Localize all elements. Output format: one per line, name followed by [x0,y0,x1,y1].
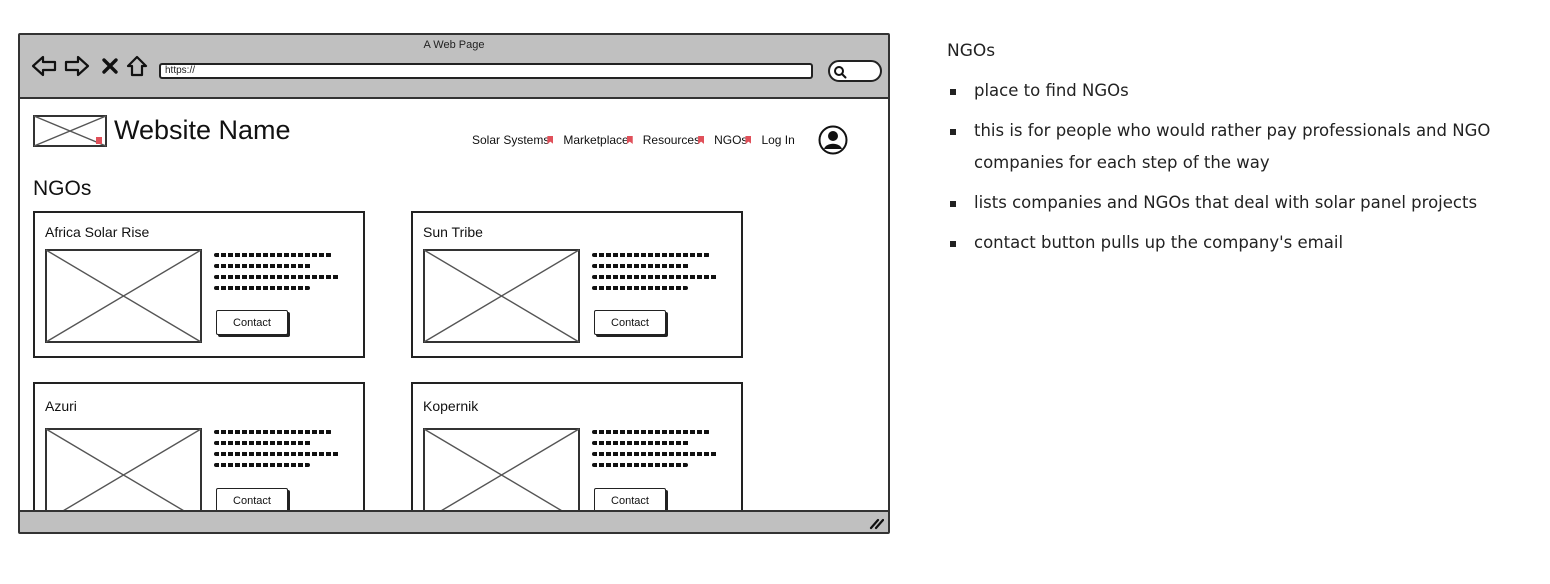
web-page-content: Website Name Solar Systems Marketplace R… [20,99,888,532]
list-item: contact button pulls up the company's em… [947,227,1527,259]
notes-panel: NGOs place to find NGOs this is for peop… [947,41,1527,267]
browser-window: A Web Page https:// [18,33,890,534]
browser-statusbar [20,510,888,532]
close-x-icon[interactable] [96,52,124,80]
logo-placeholder-image [33,115,107,147]
card-title: Kopernik [423,398,479,414]
search-icon [834,66,847,79]
card-title: Africa Solar Rise [45,224,150,240]
browser-search-button[interactable] [828,60,882,82]
nav-item-solar-systems[interactable]: Solar Systems [472,133,550,147]
list-item: this is for people who would rather pay … [947,115,1527,179]
card-title: Sun Tribe [423,224,483,240]
site-name: Website Name [114,115,291,145]
home-icon[interactable] [123,52,151,80]
back-arrow-icon[interactable] [30,52,58,80]
page-heading: NGOs [33,177,92,200]
contact-button[interactable]: Contact [216,310,288,335]
card-description-scribble [592,247,732,297]
image-placeholder [45,249,202,343]
ngo-card: Africa Solar Rise Contact [33,211,365,358]
nav-item-marketplace[interactable]: Marketplace [563,133,629,147]
window-title: A Web Page [423,39,485,51]
card-description-scribble [214,424,354,474]
notes-list: place to find NGOs this is for people wh… [947,75,1527,259]
ngo-card: Azuri Contact [33,382,365,532]
top-navigation: Solar Systems Marketplace Resources NGOs… [472,133,795,147]
card-description-scribble [214,247,354,297]
contact-button[interactable]: Contact [594,310,666,335]
nav-item-resources[interactable]: Resources [642,133,701,147]
image-placeholder [45,428,202,522]
list-item: place to find NGOs [947,75,1527,107]
forward-arrow-icon[interactable] [63,52,91,80]
contact-button[interactable]: Contact [216,488,288,513]
ngo-card: Sun Tribe Contact [411,211,743,358]
browser-titlebar: A Web Page https:// [20,35,888,99]
contact-button[interactable]: Contact [594,488,666,513]
notes-title: NGOs [947,41,996,61]
nav-item-ngos[interactable]: NGOs [714,133,748,147]
image-placeholder [423,249,580,343]
ngo-card: Kopernik Contact [411,382,743,532]
user-avatar-icon[interactable] [818,125,848,155]
nav-item-log-in[interactable]: Log In [761,133,795,147]
image-placeholder [423,428,580,522]
card-title: Azuri [45,398,77,414]
resize-grip-icon[interactable] [868,516,884,530]
url-input[interactable]: https:// [159,63,813,79]
list-item: lists companies and NGOs that deal with … [947,187,1527,219]
card-description-scribble [592,424,732,474]
